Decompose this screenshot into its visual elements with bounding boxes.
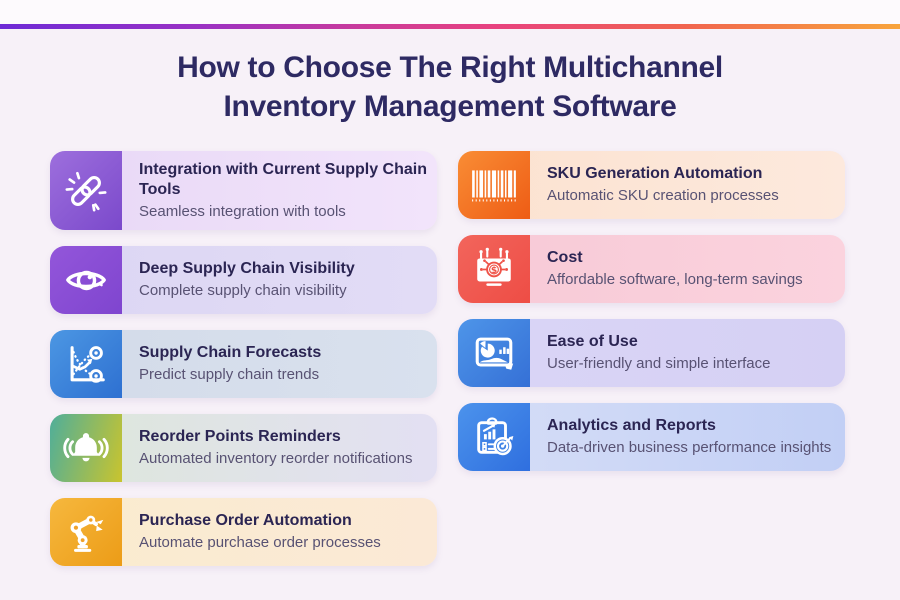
card-description: Automate purchase order processes — [139, 534, 381, 552]
card-text: Supply Chain Forecasts Predict supply ch… — [122, 330, 437, 398]
card-purchase-order: Purchase Order Automation Automate purch… — [50, 498, 437, 567]
icon-tile — [50, 414, 122, 483]
right-column: SKU Generation Automation Automatic SKU … — [458, 151, 845, 471]
accent-bar — [0, 24, 900, 29]
card-visibility: Deep Supply Chain Visibility Complete su… — [50, 246, 437, 315]
card-text: Reorder Points Reminders Automated inven… — [122, 414, 437, 482]
card-title: Analytics and Reports — [547, 417, 716, 435]
card-ease-of-use: Ease of Use User-friendly and simple int… — [458, 319, 845, 387]
card-description: Affordable software, long-term savings — [547, 271, 803, 289]
card-title: Deep Supply Chain Visibility — [139, 260, 355, 278]
robot-arm-icon — [70, 515, 104, 553]
top-strip — [0, 0, 900, 24]
card-text: Integration with Current Supply Chain To… — [122, 151, 437, 230]
card-description: Predict supply chain trends — [139, 366, 320, 384]
analytics-target-icon — [477, 417, 514, 456]
icon-tile — [458, 151, 530, 219]
page-title-line2: Inventory Management Software — [223, 90, 677, 123]
card-title: Integration with Current Supply Chain To… — [139, 161, 427, 198]
icon-tile — [50, 498, 122, 567]
icon-tile: $ — [458, 235, 530, 303]
card-description: Data-driven business performance insight… — [547, 439, 832, 457]
icon-tile — [50, 246, 122, 315]
card-reorder-reminders: Reorder Points Reminders Automated inven… — [50, 414, 437, 483]
card-title: Cost — [547, 249, 583, 267]
eye-icon — [66, 270, 106, 291]
card-text: Analytics and Reports Data-driven busine… — [530, 403, 845, 471]
card-description: Automatic SKU creation processes — [547, 187, 779, 205]
card-title: Reorder Points Reminders — [139, 428, 341, 446]
icon-tile — [458, 403, 530, 471]
card-text: Purchase Order Automation Automate purch… — [122, 498, 437, 566]
left-column: Integration with Current Supply Chain To… — [50, 151, 437, 567]
cost-monitor-icon: $ — [477, 247, 511, 286]
card-description: Automated inventory reorder notification… — [139, 450, 413, 468]
card-description: Seamless integration with tools — [139, 202, 346, 220]
card-title: Ease of Use — [547, 333, 638, 351]
card-forecasts: Supply Chain Forecasts Predict supply ch… — [50, 330, 437, 399]
icon-tile — [50, 151, 122, 231]
card-cost: $ Cost Affordable software, long-term sa… — [458, 235, 845, 303]
chain-link-icon — [65, 171, 107, 212]
card-integration: Integration with Current Supply Chain To… — [50, 151, 437, 231]
card-analytics-reports: Analytics and Reports Data-driven busine… — [458, 403, 845, 471]
card-text: Cost Affordable software, long-term savi… — [530, 235, 845, 303]
card-title: Purchase Order Automation — [139, 512, 352, 530]
card-title: SKU Generation Automation — [547, 165, 763, 183]
forecast-chart-icon — [70, 346, 105, 383]
card-title: Supply Chain Forecasts — [139, 344, 322, 362]
card-description: User-friendly and simple interface — [547, 355, 771, 373]
card-text: Deep Supply Chain Visibility Complete su… — [122, 246, 437, 314]
bell-icon — [63, 433, 109, 462]
barcode-icon — [472, 170, 516, 202]
card-text: Ease of Use User-friendly and simple int… — [530, 319, 845, 387]
card-sku-automation: SKU Generation Automation Automatic SKU … — [458, 151, 845, 219]
dashboard-icon — [475, 337, 514, 370]
card-description: Complete supply chain visibility — [139, 282, 347, 300]
page-title-line1: How to Choose The Right Multichannel — [177, 51, 723, 84]
icon-tile — [50, 330, 122, 399]
card-text: SKU Generation Automation Automatic SKU … — [530, 151, 845, 219]
icon-tile — [458, 319, 530, 387]
svg-text:$: $ — [491, 266, 497, 276]
